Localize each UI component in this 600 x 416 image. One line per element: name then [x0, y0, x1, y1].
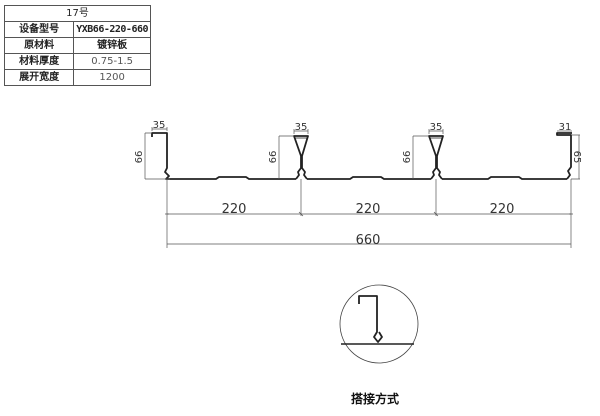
dim-rib1-height: 66 [268, 151, 279, 164]
dimension-labels: 35 35 35 31 66 66 66 65 220 220 220 660 [134, 120, 582, 248]
dim-right-height: 65 [571, 151, 582, 164]
spec-table: 17号 设备型号 YXB66-220-660 原材料 镀锌板 材料厚度 0.75… [3, 5, 151, 86]
dim-right-top-width: 31 [559, 122, 572, 133]
dim-total-width: 660 [356, 233, 381, 248]
dimension-lines [144, 127, 580, 248]
dim-left-top-width: 35 [153, 120, 166, 131]
dim-rib2-height: 66 [402, 151, 413, 164]
lap-joint-profile [358, 295, 383, 343]
lap-method-caption: 搭接方式 [350, 392, 399, 406]
dim-left-height: 66 [134, 151, 145, 164]
dim-span-1: 220 [222, 202, 247, 217]
spec-label: 展开宽度 [3, 69, 75, 86]
spec-row-width: 展开宽度 1200 [3, 69, 151, 86]
dim-rib1-top-width: 35 [295, 122, 308, 133]
detail-circle [339, 284, 419, 364]
dim-span-2: 220 [356, 202, 381, 217]
dim-span-3: 220 [490, 202, 515, 217]
deck-profile [151, 132, 572, 180]
spec-row-model: 设备型号 YXB66-220-660 [3, 21, 151, 38]
lap-detail [339, 284, 419, 364]
spec-row-material: 原材料 镀锌板 [3, 37, 151, 54]
spec-value: 1200 [73, 69, 151, 86]
dim-rib2-top-width: 35 [430, 122, 443, 133]
